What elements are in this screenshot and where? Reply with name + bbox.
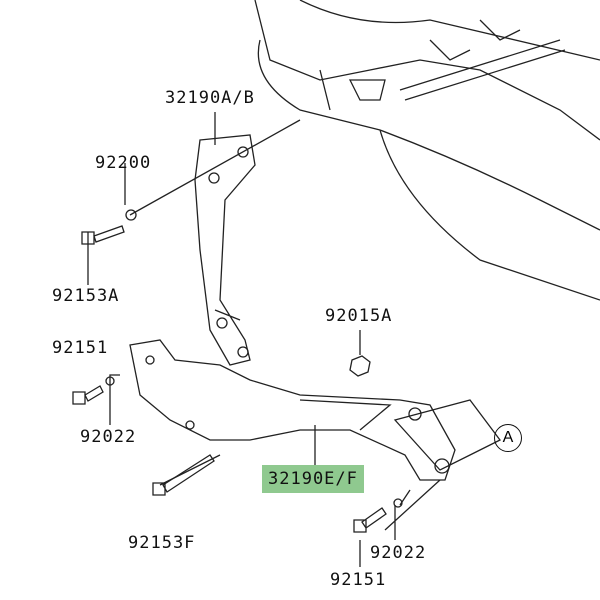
part-label-92022-left: 92022 (80, 427, 137, 447)
washer-92200 (125, 209, 137, 221)
part-label-92015a: 92015A (325, 306, 393, 326)
part-label-32190ab: 32190A/B (165, 88, 255, 108)
reference-marker-a: A (494, 424, 522, 452)
frame-outline (254, 0, 600, 301)
part-label-92153f: 92153F (128, 533, 196, 553)
bracket-32190ab (194, 134, 256, 366)
leader-lines (87, 112, 501, 567)
nut-92015a (349, 355, 371, 377)
bolt-92153a (81, 225, 125, 245)
part-label-32190ef-highlighted: 32190E/F (262, 465, 364, 493)
washer-92022-right (393, 498, 403, 508)
bolt-92151-bottom (353, 507, 387, 533)
bolt-92151-left (72, 385, 104, 405)
part-label-92153a: 92153A (52, 286, 120, 306)
part-label-92022-right: 92022 (370, 543, 427, 563)
part-label-92200: 92200 (95, 153, 152, 173)
bolt-92153f (152, 454, 215, 496)
part-label-92151-left: 92151 (52, 338, 109, 358)
bracket-32190ef (129, 339, 456, 481)
frame-tube (399, 19, 566, 101)
part-label-92151-bottom: 92151 (330, 570, 387, 590)
washer-92022-left (105, 376, 115, 386)
